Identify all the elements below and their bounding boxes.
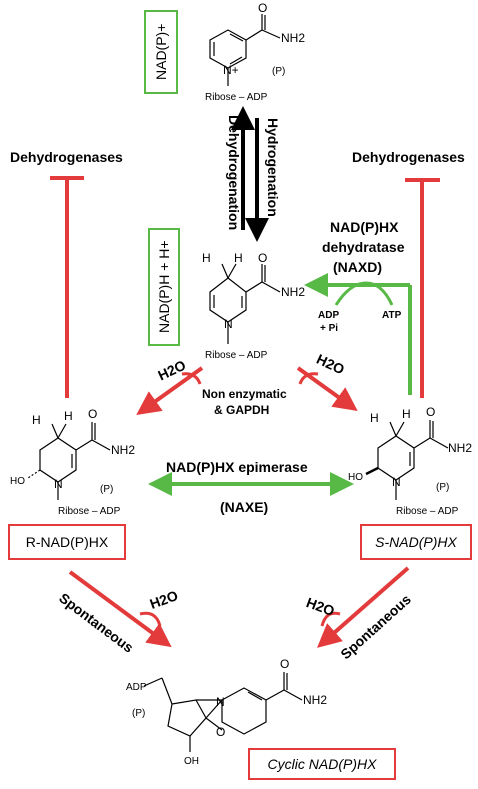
s-p-label: (P): [436, 482, 449, 493]
naxd-line1: NAD(P)HX: [330, 219, 399, 235]
redox-arrows: [231, 106, 269, 242]
inhibition-right: [405, 178, 440, 398]
cyclic-adp-label: ADP: [126, 682, 147, 693]
naxd-line2: dehydratase: [322, 239, 405, 255]
dehydrogenation-label: Dehydrogenation: [226, 115, 242, 230]
spontaneous-left-label: Spontaneous: [56, 590, 137, 656]
pi-label: + Pi: [320, 323, 338, 334]
r-ho-label: HO: [10, 476, 25, 487]
cyclic-n-label: N: [216, 695, 225, 709]
mid-ribose-label: Ribose – ADP: [205, 350, 268, 361]
r-nadphx-box: R-NAD(P)HX: [8, 524, 126, 560]
hydrogenation-label: Hydrogenation: [265, 118, 281, 217]
cyclic-nadphx-text: Cyclic NAD(P)HX: [267, 756, 377, 772]
s-o-label: O: [426, 405, 435, 419]
top-ribose-label: Ribose – ADP: [205, 92, 268, 103]
nadp-plus-box: NAD(P)+: [144, 10, 178, 94]
spontaneous-right-label: Spontaneous: [337, 591, 414, 662]
r-nadphx-molecule: [27, 422, 111, 500]
s-h1-label: H: [370, 411, 379, 425]
r-ribose-label: Ribose – ADP: [58, 506, 121, 517]
cyclic-carbonyl-o-label: O: [280, 657, 289, 671]
r-p-label: (P): [100, 484, 113, 495]
dehydrogenases-right-label: Dehydrogenases: [352, 149, 465, 165]
inhibition-left: [50, 176, 84, 398]
mid-nh2-label: NH2: [281, 285, 305, 299]
mid-n-label: N: [224, 317, 233, 331]
mid-h1-label: H: [202, 251, 211, 265]
s-ribose-label: Ribose – ADP: [396, 506, 459, 517]
nadph-text: NAD(P)H + H+: [156, 240, 172, 334]
cyclic-nadphx-molecule: [143, 672, 303, 752]
r-o-label: O: [88, 407, 97, 421]
hydration-arrows: [136, 366, 358, 415]
atp-label: ATP: [382, 310, 402, 321]
cyclic-nh2-label: NH2: [303, 693, 327, 707]
cyclic-nadphx-box: Cyclic NAD(P)HX: [248, 748, 396, 780]
s-n-label: N: [392, 475, 401, 489]
mid-o-label: O: [258, 251, 267, 265]
nonenzymatic-line2: & GAPDH: [214, 403, 269, 417]
nadp-plus-molecule: [209, 14, 281, 86]
s-nadphx-text: S-NAD(P)HX: [375, 534, 457, 550]
top-o-label: O: [258, 1, 267, 15]
nadp-plus-text: NAD(P)+: [153, 23, 169, 81]
cyclic-o-label: O: [216, 725, 225, 739]
h2o-left-bottom-label: H2O: [148, 587, 181, 612]
nadph-box: NAD(P)H + H+: [148, 228, 180, 346]
r-h2-label: H: [64, 409, 73, 423]
h2o-right-bottom-label: H2O: [304, 594, 337, 619]
s-nadphx-molecule: [365, 420, 449, 500]
naxd-pathway: [304, 273, 412, 395]
r-nh2-label: NH2: [111, 443, 135, 457]
top-n-plus-label: N+: [223, 63, 239, 77]
h2o-right-label: H2O: [314, 351, 347, 378]
top-p-label: (P): [272, 66, 285, 77]
cyclization-arrows: [68, 566, 410, 648]
cyclic-oh-label: OH: [184, 756, 199, 767]
r-nadphx-text: R-NAD(P)HX: [25, 534, 109, 550]
naxe-label: (NAXE): [220, 499, 268, 515]
naxd-line3: (NAXD): [333, 259, 382, 275]
s-ho-label: HO: [348, 472, 363, 483]
top-nh2-label: NH2: [281, 31, 305, 45]
dehydrogenases-left-label: Dehydrogenases: [10, 149, 123, 165]
epimerase-label: NAD(P)HX epimerase: [166, 459, 308, 475]
mid-h2-label: H: [234, 251, 243, 265]
r-n-label: N: [54, 477, 63, 491]
nonenzymatic-line1: Non enzymatic: [202, 387, 287, 401]
s-h2-label: H: [402, 407, 411, 421]
s-nadphx-box: S-NAD(P)HX: [360, 524, 472, 560]
nadph-molecule: [209, 263, 281, 344]
adp-label: ADP: [318, 310, 339, 321]
s-nh2-label: NH2: [448, 441, 472, 455]
cyclic-p-label: (P): [132, 708, 145, 719]
r-h1-label: H: [32, 413, 41, 427]
